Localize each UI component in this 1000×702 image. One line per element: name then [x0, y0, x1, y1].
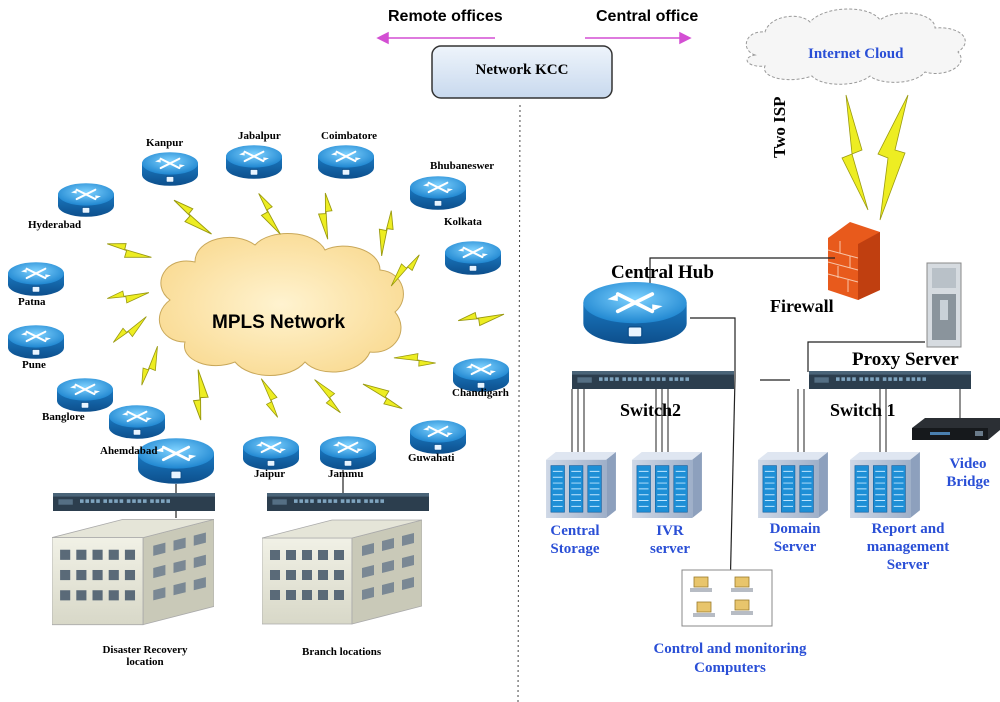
storage-line1: Central: [550, 523, 600, 539]
firewall-icon: [827, 222, 880, 300]
domain-server: [758, 452, 828, 518]
switch2-device: [572, 371, 734, 389]
ivr-server: [632, 452, 702, 518]
report-line2: management: [866, 539, 950, 555]
switch2-label: Switch2: [620, 400, 682, 420]
city-kolkata: Kolkata: [444, 216, 482, 228]
city-jabalpur: Jabalpur: [238, 130, 281, 142]
central-office-label: Central office: [596, 8, 699, 25]
report-server-label: Report and management Server: [848, 520, 968, 574]
city-ahemdabad: Ahemdabad: [100, 445, 158, 457]
mpls-cloud: [158, 233, 404, 376]
branch-locations-label: Branch locations: [302, 646, 382, 658]
video-line1: Video: [949, 456, 987, 472]
branch-building: [262, 519, 422, 625]
switch1-label: Switch 1: [830, 400, 896, 420]
control-line2: Computers: [694, 660, 766, 676]
city-banglore: Banglore: [42, 411, 85, 423]
internet-cloud-label: Internet Cloud: [808, 46, 904, 62]
control-computers-label: Control and monitoring Computers: [610, 640, 850, 678]
video-bridge-icon: [912, 418, 1000, 440]
dr-label-line1: Disaster Recovery: [102, 644, 188, 656]
city-bhubaneswer: Bhubaneswer: [430, 160, 495, 172]
report-line3: Server: [886, 557, 930, 573]
domain-server-label: Domain Server: [755, 520, 835, 556]
city-guwahati: Guwahati: [408, 452, 455, 464]
city-jaipur: Jaipur: [254, 468, 286, 480]
ivr-line1: IVR: [656, 523, 684, 539]
internet-cloud: [745, 8, 966, 85]
report-server: [850, 452, 920, 518]
ivr-line2: server: [650, 541, 690, 557]
proxy-server-label: Proxy Server: [852, 349, 959, 370]
switch1-device: [809, 371, 971, 389]
control-computers-icon: [681, 569, 773, 627]
domain-line1: Domain: [769, 521, 821, 537]
isp-links: [841, 94, 909, 221]
proxy-server-icon: [926, 262, 962, 348]
central-storage-server: [546, 452, 616, 518]
dr-label-line2: location: [126, 656, 164, 668]
branch-switch: [267, 493, 429, 511]
office-divider: [517, 104, 521, 702]
report-line1: Report and: [871, 521, 945, 537]
video-line2: Bridge: [946, 474, 990, 490]
two-isp-label: Two ISP: [770, 96, 789, 158]
city-chandigarh: Chandigarh: [452, 387, 509, 399]
dr-building: [52, 518, 214, 626]
direction-arrows: [376, 31, 692, 45]
city-coimbatore: Coimbatore: [321, 130, 378, 142]
kcc-title: Network KCC: [475, 62, 569, 78]
dr-location-label: Disaster Recovery location: [70, 644, 220, 668]
firewall-label: Firewall: [770, 296, 834, 316]
kcc-box: [431, 45, 613, 99]
remote-offices-label: Remote offices: [388, 8, 503, 25]
city-hyderabad: Hyderabad: [28, 219, 82, 231]
city-pune: Pune: [22, 359, 46, 371]
mpls-network-label: MPLS Network: [212, 312, 346, 333]
city-patna: Patna: [18, 296, 46, 308]
control-line1: Control and monitoring: [653, 641, 807, 657]
video-bridge-label: Video Bridge: [938, 455, 998, 491]
city-kanpur: Kanpur: [146, 137, 184, 149]
city-jammu: Jammu: [328, 468, 364, 480]
domain-line2: Server: [773, 539, 817, 555]
server-cables: [571, 389, 961, 455]
dr-switch: [53, 493, 215, 511]
central-storage-label: Central Storage: [532, 522, 618, 558]
storage-line2: Storage: [550, 541, 600, 557]
ivr-server-label: IVR server: [630, 522, 710, 558]
central-hub-label: Central Hub: [611, 262, 714, 283]
central-hub-router: [583, 282, 686, 344]
